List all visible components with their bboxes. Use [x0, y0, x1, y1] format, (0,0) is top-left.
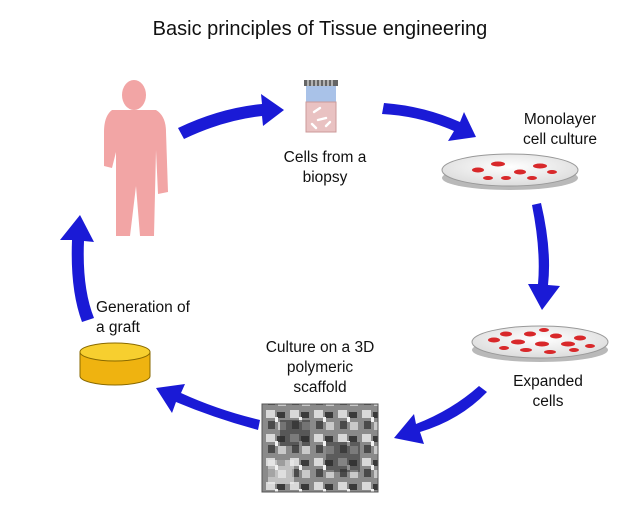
biopsy-tube-icon [304, 80, 338, 133]
step-label-scaffold-line3: scaffold [293, 379, 347, 396]
step-label-graft-line2: a graft [96, 319, 140, 336]
arrow-scaffold-to-graft [156, 384, 260, 430]
step-label-monolayer-line2: cell culture [522, 131, 598, 148]
step-label-biopsy-line2: biopsy [302, 169, 348, 186]
arrow-monolayer-to-expanded [528, 203, 560, 310]
arrow-biopsy-to-monolayer [382, 103, 476, 141]
graft-disc-icon [79, 342, 151, 386]
step-label-monolayer: Monolayer cell culture [505, 110, 615, 150]
arrow-graft-to-person [60, 215, 94, 322]
step-label-scaffold: Culture on a 3D polymeric scaffold [244, 338, 396, 398]
step-label-monolayer-line1: Monolayer [523, 111, 597, 128]
monolayer-dish-icon [441, 153, 579, 190]
cycle-arrows [60, 94, 560, 444]
step-label-expanded-line2: cells [532, 393, 564, 410]
step-label-biopsy-line1: Cells from a [283, 149, 367, 166]
step-label-graft-line1: Generation of [96, 299, 190, 316]
arrow-person-to-biopsy [178, 94, 284, 139]
expanded-dish-icon [471, 325, 609, 362]
diagram-title: Basic principles of Tissue engineering [152, 18, 488, 40]
step-label-scaffold-line1: Culture on a 3D [265, 339, 375, 356]
step-label-graft: Generation of a graft [96, 298, 226, 338]
arrow-expanded-to-scaffold [394, 386, 487, 444]
step-label-scaffold-line2: polymeric [286, 359, 354, 376]
scaffold-micrograph-icon [261, 403, 379, 493]
step-label-biopsy: Cells from a biopsy [270, 148, 380, 188]
step-label-expanded-line1: Expanded [513, 373, 583, 390]
step-label-expanded: Expanded cells [493, 372, 603, 412]
human-figure-icon [104, 80, 168, 236]
